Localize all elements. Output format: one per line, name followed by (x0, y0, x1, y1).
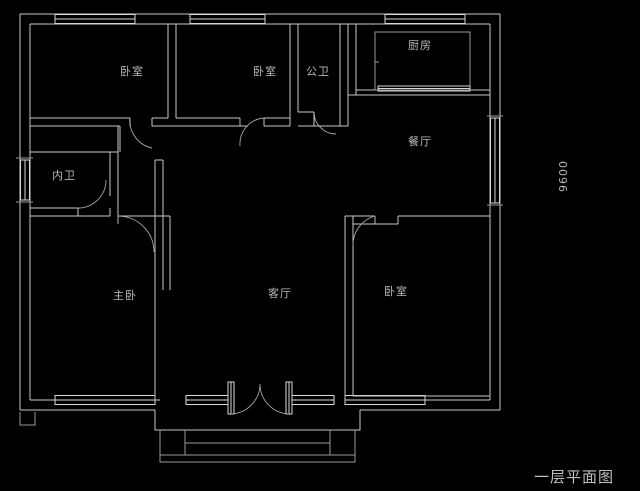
exterior-walls (19, 13, 501, 411)
door-inner-bath (77, 179, 107, 216)
door-master-bedroom (117, 215, 155, 253)
drawing-caption: 一层平面图 (534, 468, 614, 486)
dimension-9600: 9600 (557, 160, 570, 192)
room-label-living-room: 客厅 (268, 286, 292, 300)
windows-bottom (54, 395, 426, 405)
room-label-bedroom-top-left: 卧室 (120, 64, 144, 78)
kitchen-dining-divider (356, 89, 490, 96)
room-label-kitchen: 厨房 (408, 39, 432, 52)
room-labels: 卧室 卧室 公卫 厨房 餐厅 内卫 主卧 客厅 卧室 (52, 39, 432, 302)
exterior-windows-top (54, 14, 466, 24)
room-label-dining: 餐厅 (408, 134, 432, 148)
door-bedroom-right (352, 215, 376, 247)
interior-walls-lower (30, 126, 490, 400)
door-public-bath (313, 111, 337, 135)
room-label-bedroom-top-mid: 卧室 (253, 64, 277, 78)
room-label-bedroom-right: 卧室 (384, 284, 408, 298)
front-porch (19, 410, 361, 463)
door-bedroom-top-mid (239, 117, 265, 147)
door-main-entry (227, 381, 293, 415)
interior-walls-upper (30, 24, 357, 127)
dimension-right: 9600 (557, 160, 570, 192)
door-bedroom-top-left (129, 117, 153, 149)
window-left-inner-bath (16, 157, 33, 203)
room-label-inner-bath: 内卫 (52, 168, 76, 182)
room-label-public-bath: 公卫 (306, 65, 330, 78)
window-right-dining (487, 115, 503, 206)
room-label-master-bedroom: 主卧 (113, 289, 137, 302)
